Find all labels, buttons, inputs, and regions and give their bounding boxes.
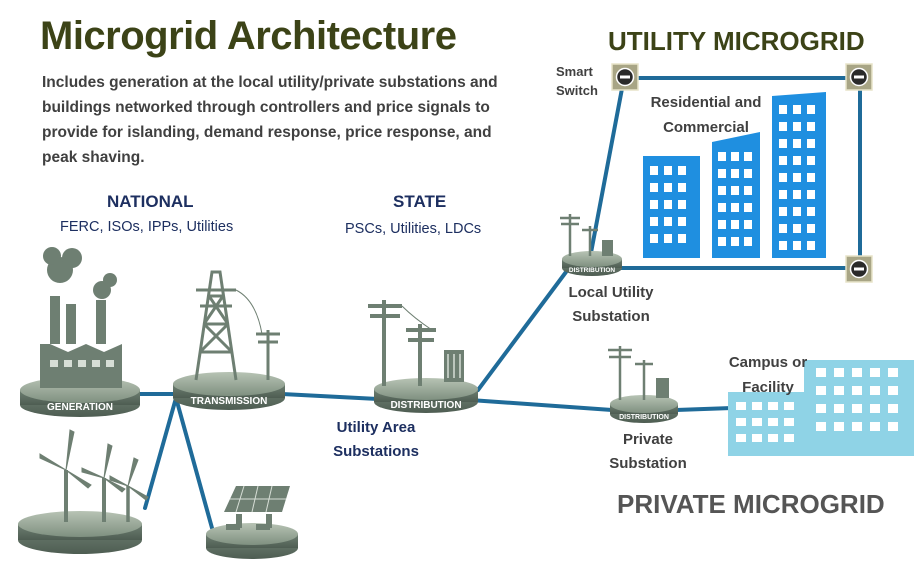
transmission-tower-icon xyxy=(194,270,280,381)
building-icon xyxy=(643,92,826,258)
power-lines xyxy=(128,76,862,530)
state-subtitle: PSCs, Utilities, LDCs xyxy=(345,221,482,237)
utility-pole-icon xyxy=(560,214,598,256)
transmission-node: TRANSMISSION xyxy=(173,270,285,410)
utility-pole-icon xyxy=(368,300,436,386)
line-junction-solar xyxy=(174,396,214,530)
wind-turbine-icon xyxy=(39,429,149,522)
national-heading: NATIONAL xyxy=(107,192,194,211)
page-title: Microgrid Architecture xyxy=(40,14,457,58)
generation-label: GENERATION xyxy=(47,402,113,413)
line-local-switch xyxy=(588,76,626,260)
line-dist-local xyxy=(476,270,568,392)
line-dist-private xyxy=(468,398,614,412)
state-heading: STATE xyxy=(393,192,447,211)
transmission-label: TRANSMISSION xyxy=(191,396,268,407)
line-junction-wind xyxy=(143,396,178,510)
factory-icon xyxy=(40,247,122,388)
solar-node xyxy=(206,485,298,559)
national-subtitle: FERC, ISOs, IPPs, Utilities xyxy=(60,219,234,235)
private-distribution-label: DISTRIBUTION xyxy=(619,414,669,421)
local-utility-substation-label: Local Utility Substation xyxy=(568,284,654,325)
generation-node: GENERATION xyxy=(20,247,140,417)
solar-panel-icon xyxy=(224,485,290,530)
utility-microgrid-title: UTILITY MICROGRID xyxy=(608,26,865,56)
local-distribution-label: DISTRIBUTION xyxy=(569,267,616,274)
minus-switch-icon[interactable] xyxy=(845,255,873,283)
minus-switch-icon[interactable] xyxy=(845,63,873,91)
private-microgrid-title: PRIVATE MICROGRID xyxy=(617,489,885,519)
minus-switch-icon[interactable] xyxy=(611,63,639,91)
description: Includes generation at the local utility… xyxy=(42,74,498,166)
building-icon xyxy=(728,360,914,456)
private-distribution-node: DISTRIBUTION xyxy=(608,346,678,423)
line-trans-dist xyxy=(280,392,380,401)
campus-label: Campus or Facility xyxy=(728,354,808,396)
utility-area-substations-label: Utility Area Substations xyxy=(333,419,419,460)
residential-label: Residential and Commercial xyxy=(650,94,762,136)
local-distribution-node: DISTRIBUTION xyxy=(560,214,622,276)
utility-pole-icon xyxy=(608,346,653,400)
smart-switch-label: Smart Switch xyxy=(556,64,598,98)
distribution-label: DISTRIBUTION xyxy=(390,400,461,411)
distribution-node: DISTRIBUTION xyxy=(368,300,478,413)
private-substation-label: Private Substation xyxy=(609,431,687,472)
line-private-campus xyxy=(674,406,734,412)
wind-node xyxy=(18,429,149,554)
